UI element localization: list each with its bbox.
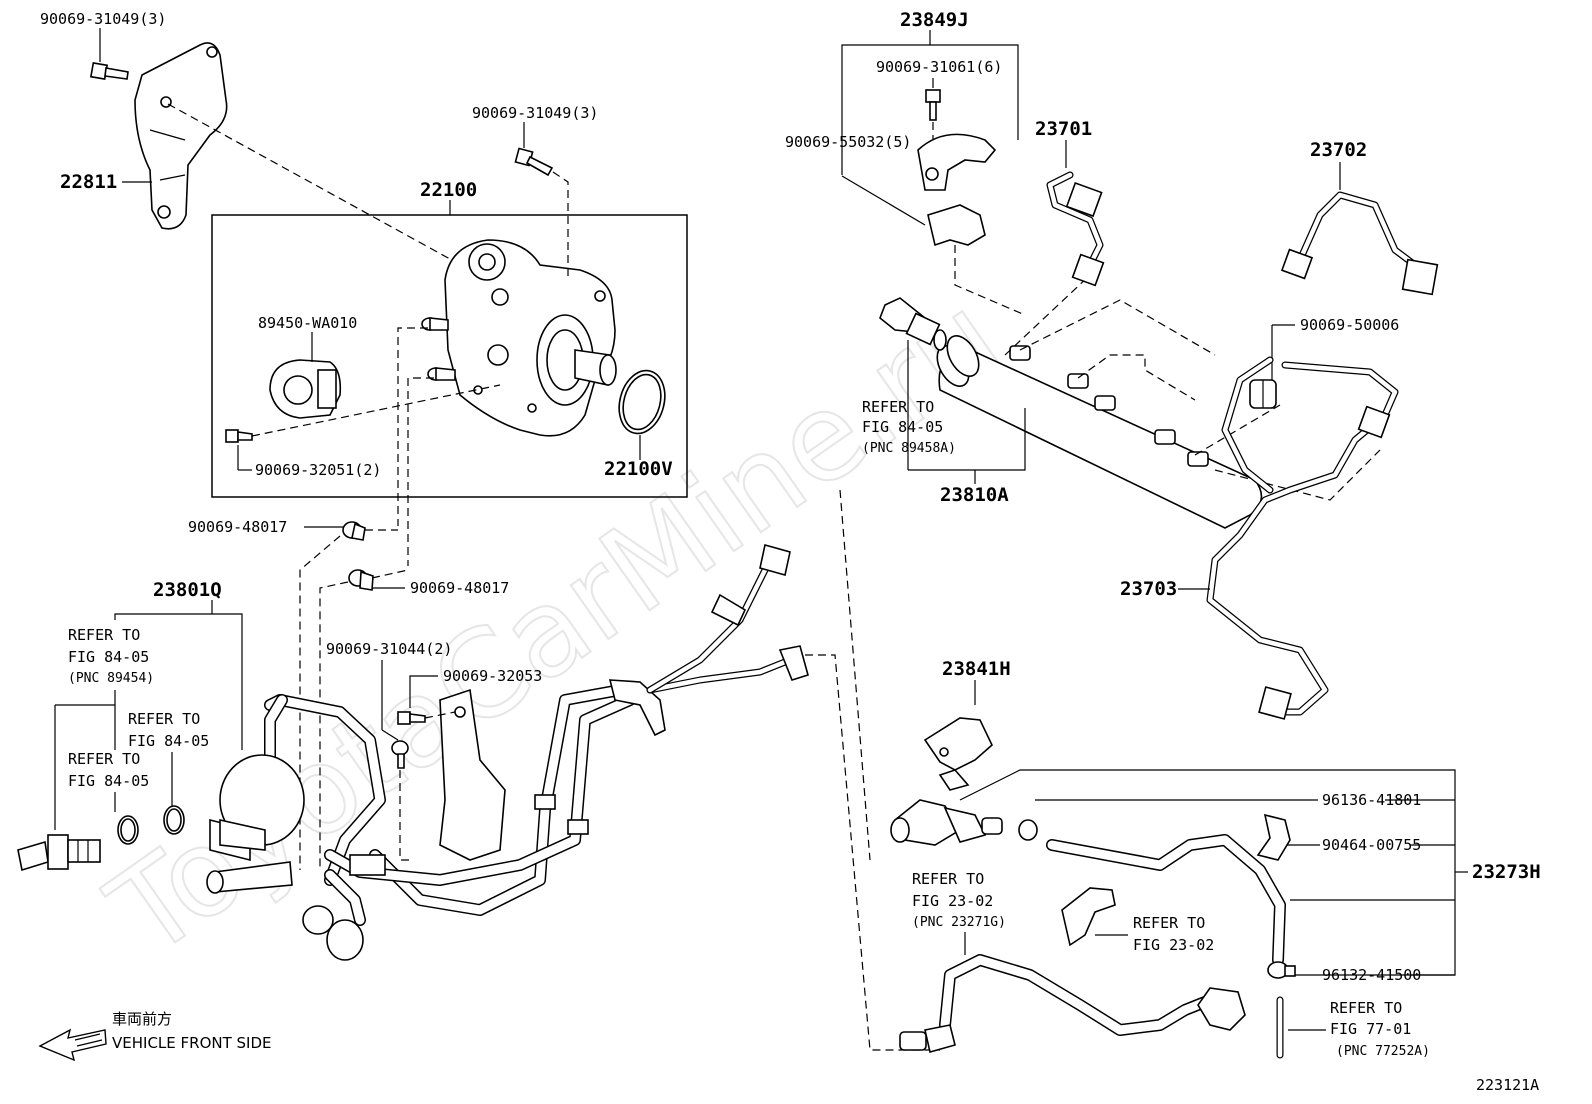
grommet-50006[interactable] (1249, 379, 1277, 409)
label-rail-clamp: 90069-55032(5) (785, 133, 911, 151)
bracket-mid[interactable] (439, 688, 506, 861)
label-hose-grp: 23273H (1472, 861, 1541, 883)
label-rail-clamp-grp: 23849J (900, 9, 969, 31)
refer-84-05-b[interactable]: REFER TO FIG 84-05 (128, 710, 209, 750)
fuel-hose[interactable] (1046, 834, 1286, 966)
bracket-hose[interactable] (1061, 887, 1116, 947)
injection-pipe-23702[interactable] (1280, 191, 1439, 296)
label-bolt-mid2: 90069-32053 (443, 667, 542, 685)
svg-text:REFER TO: REFER TO (68, 750, 140, 768)
svg-text:REFER TO: REFER TO (128, 710, 200, 728)
svg-text:(PNC 89454): (PNC 89454) (68, 671, 154, 686)
screw-sensor[interactable] (225, 429, 253, 443)
oring-small-b[interactable] (163, 805, 185, 835)
label-grommet: 90069-50006 (1300, 316, 1399, 334)
clamp-48017-a[interactable] (342, 521, 366, 541)
front-label-jp: 車両前方 (112, 1010, 172, 1028)
refer-77252a[interactable]: REFER TO FIG 77-01 (PNC 77252A) (1330, 999, 1430, 1059)
svg-text:REFER TO: REFER TO (68, 626, 140, 644)
bolt-tl[interactable] (89, 61, 129, 81)
label-rail-bolt: 90069-31061(6) (876, 58, 1002, 76)
svg-text:FIG 23-02: FIG 23-02 (912, 892, 993, 910)
svg-text:REFER TO: REFER TO (862, 398, 934, 416)
hose-fitting[interactable] (890, 799, 1003, 846)
pipe-assy-23801q[interactable] (206, 544, 809, 961)
bracket-22811[interactable] (134, 42, 228, 230)
svg-text:REFER TO: REFER TO (912, 870, 984, 888)
label-clamp-b: 90069-48017 (410, 579, 509, 597)
pump-studs (421, 317, 456, 381)
label-bolt-tl: 90069-31049(3) (40, 10, 166, 28)
svg-text:FIG 23-02: FIG 23-02 (1133, 936, 1214, 954)
svg-text:(PNC 23271G): (PNC 23271G) (912, 915, 1006, 930)
vehicle-front-indicator: 車両前方 VEHICLE FRONT SIDE (38, 1010, 272, 1062)
refer-23271g[interactable]: REFER TO FIG 23-02 (PNC 23271G) (912, 870, 1006, 930)
refer-89454[interactable]: REFER TO FIG 84-05 (PNC 89454) (68, 626, 154, 686)
label-oring-22100v: 22100V (604, 458, 673, 480)
svg-text:FIG 84-05: FIG 84-05 (68, 772, 149, 790)
injection-pipe-23703[interactable] (1206, 356, 1399, 720)
refer-23-02[interactable]: REFER TO FIG 23-02 (1133, 914, 1214, 954)
svg-text:REFER TO: REFER TO (1330, 999, 1402, 1017)
label-pipe-group-23801q: 23801Q (153, 579, 222, 601)
label-screw-sensor: 90069-32051(2) (255, 461, 381, 479)
refer-89458a[interactable]: REFER TO FIG 84-05 (PNC 89458A) (862, 398, 956, 456)
rail-clamp-lower[interactable] (927, 204, 986, 247)
clip-90464[interactable] (1256, 813, 1291, 861)
label-pipe-23701: 23701 (1035, 118, 1092, 140)
svg-text:FIG 84-05: FIG 84-05 (862, 418, 943, 436)
label-hose-clip3: 96132-41500 (1322, 966, 1421, 984)
label-hose-clip2: 90464-00755 (1322, 836, 1421, 854)
label-hose-clip1: 96136-41801 (1322, 791, 1421, 809)
rail-clamp-upper[interactable] (917, 133, 997, 191)
label-bracket-23841h: 23841H (942, 658, 1011, 680)
temp-sensor[interactable] (17, 834, 101, 872)
return-hose[interactable] (899, 954, 1246, 1053)
bracket-23841h[interactable] (923, 717, 993, 791)
pressure-sensor-89450[interactable] (269, 359, 342, 419)
clip-96136[interactable] (1018, 819, 1038, 841)
figure-id: 223121A (1476, 1076, 1539, 1094)
fuel-rail-23810a[interactable] (931, 330, 1263, 529)
label-bolt-mid: 90069-31044(2) (326, 640, 452, 658)
label-pipe-23702: 23702 (1310, 139, 1367, 161)
rail-pressure-sensor[interactable] (879, 297, 947, 351)
label-rail-23810a: 23810A (940, 484, 1009, 506)
svg-text:(PNC 89458A): (PNC 89458A) (862, 441, 956, 456)
svg-text:(PNC 77252A): (PNC 77252A) (1336, 1044, 1430, 1059)
svg-text:FIG 77-01: FIG 77-01 (1330, 1020, 1411, 1038)
label-pipe-23703: 23703 (1120, 578, 1177, 600)
label-pump-22100: 22100 (420, 179, 477, 201)
refer-84-05-c[interactable]: REFER TO FIG 84-05 (68, 750, 149, 790)
clip-96132[interactable] (1267, 961, 1296, 979)
oring-22100v[interactable] (612, 365, 671, 438)
bolt-top[interactable] (514, 147, 554, 177)
oring-small-a[interactable] (117, 815, 139, 845)
rail-bolt[interactable] (925, 89, 941, 121)
bolt-mid[interactable] (391, 711, 426, 769)
front-label-en: VEHICLE FRONT SIDE (112, 1034, 272, 1052)
injection-pipe-23701[interactable] (1046, 171, 1105, 287)
svg-text:FIG 84-05: FIG 84-05 (68, 648, 149, 666)
label-sensor-89450: 89450-WA010 (258, 314, 357, 332)
svg-text:REFER TO: REFER TO (1133, 914, 1205, 932)
front-arrow-icon (38, 1028, 107, 1062)
label-clamp-a: 90069-48017 (188, 518, 287, 536)
supply-pump[interactable] (444, 239, 617, 437)
label-bracket-22811: 22811 (60, 171, 117, 193)
label-bolt-top: 90069-31049(3) (472, 104, 598, 122)
svg-text:FIG 84-05: FIG 84-05 (128, 732, 209, 750)
clamp-48017-b[interactable] (348, 569, 374, 591)
